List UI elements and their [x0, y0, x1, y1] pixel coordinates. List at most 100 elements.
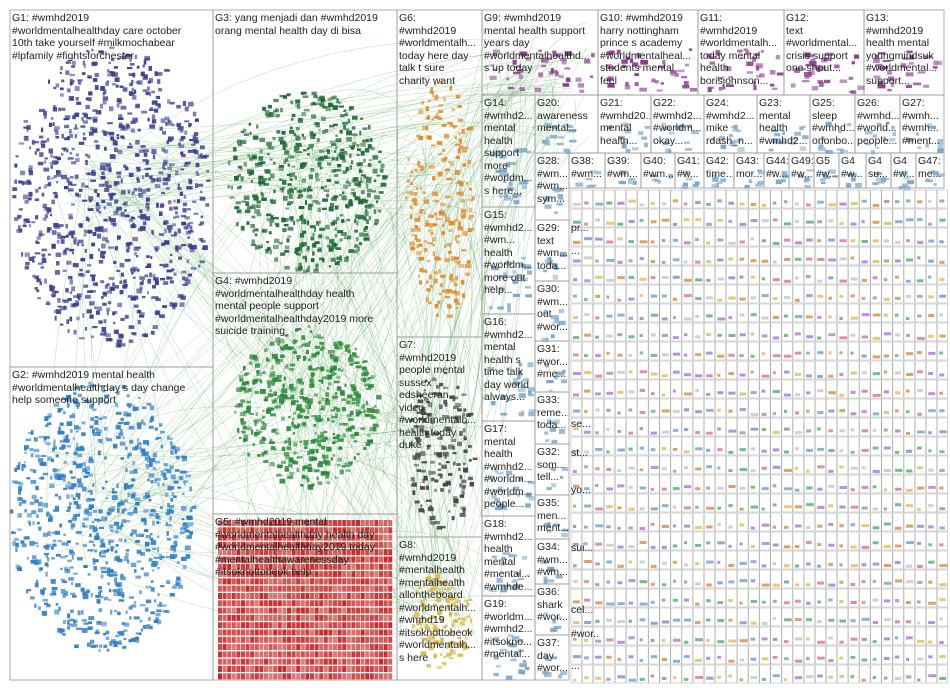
node-small	[724, 66, 732, 72]
node-g6	[436, 257, 442, 261]
node-g6	[424, 222, 430, 227]
node-g1	[101, 129, 106, 133]
node-g2	[81, 628, 88, 633]
node-g4	[263, 451, 266, 455]
node-g5	[346, 614, 351, 621]
node-g5	[300, 520, 305, 526]
node-g3	[362, 127, 368, 130]
node-g2	[110, 506, 116, 511]
node-g5	[268, 658, 273, 665]
node-g2	[53, 439, 56, 443]
node-small	[909, 55, 914, 60]
node-g5	[337, 658, 342, 665]
node-g5	[351, 527, 356, 534]
node-g2	[74, 447, 79, 451]
node-g8	[423, 606, 429, 610]
node-g2	[132, 406, 137, 412]
node-g4	[271, 365, 274, 370]
node-g5	[245, 614, 250, 621]
node-g5	[356, 571, 360, 578]
node-g8	[430, 641, 436, 645]
node-g3	[372, 155, 379, 160]
node-g3	[378, 160, 382, 163]
node-small	[651, 78, 656, 83]
node-g5	[351, 541, 356, 548]
node-g3	[319, 257, 324, 260]
node-g5	[300, 549, 305, 556]
node-g1	[81, 182, 85, 188]
node-g6	[414, 192, 418, 195]
node-g4	[340, 342, 344, 346]
node-g6	[444, 168, 450, 172]
node-g2	[181, 492, 185, 495]
edge	[127, 171, 443, 434]
node-g2	[126, 394, 130, 398]
node-g4	[330, 354, 333, 360]
node-g4	[337, 457, 342, 462]
node-g1	[176, 245, 182, 250]
node-g2	[95, 528, 98, 532]
node-g7	[423, 389, 426, 392]
node-g1	[115, 199, 119, 203]
node-g3	[302, 178, 306, 183]
edge	[422, 422, 452, 583]
node-g4	[338, 446, 343, 450]
node-g5	[314, 622, 319, 629]
edge	[421, 160, 460, 615]
node-small	[528, 409, 537, 413]
node-g4	[239, 375, 244, 380]
node-g7	[436, 452, 443, 457]
node-small	[552, 274, 559, 280]
node-g5	[259, 563, 264, 570]
node-g1	[132, 276, 136, 279]
node-small	[519, 663, 527, 668]
node-g1	[65, 223, 68, 229]
node-g7	[443, 399, 448, 405]
node-g6	[416, 251, 422, 255]
node-g5	[296, 541, 301, 548]
node-g2	[94, 419, 99, 425]
edge	[73, 141, 460, 597]
node-g5	[227, 571, 232, 578]
node-small	[790, 83, 796, 88]
node-g5	[282, 527, 287, 534]
node-small	[506, 367, 512, 370]
node-g5	[250, 651, 255, 658]
node-small	[505, 675, 513, 681]
node-g1	[146, 255, 150, 258]
node-small	[885, 121, 890, 125]
node-g2	[75, 542, 79, 545]
node-small	[523, 264, 531, 270]
node-small	[525, 150, 532, 154]
node-g2	[80, 463, 83, 468]
node-g2	[51, 587, 58, 590]
node-g1	[80, 125, 86, 128]
node-small	[500, 648, 508, 651]
node-g2	[165, 522, 168, 526]
node-g8	[420, 651, 427, 656]
node-g3	[307, 189, 313, 192]
node-g8	[426, 637, 432, 642]
node-g1	[141, 175, 145, 180]
node-g5	[305, 520, 310, 526]
node-g2	[82, 544, 88, 547]
node-g6	[420, 209, 424, 212]
node-g4	[290, 389, 293, 392]
node-g5	[296, 563, 301, 570]
node-g6	[436, 112, 439, 117]
node-g5	[236, 593, 241, 599]
node-g4	[345, 469, 351, 472]
node-g5	[333, 534, 337, 541]
node-small	[558, 187, 564, 192]
edge	[56, 391, 289, 553]
node-g2	[29, 501, 35, 505]
node-g2	[109, 573, 114, 577]
node-g1	[92, 282, 98, 286]
node-g5	[328, 607, 333, 614]
node-g1	[145, 202, 150, 205]
node-g2	[122, 436, 125, 440]
node-g3	[272, 136, 276, 140]
edge	[289, 172, 436, 576]
node-g5	[305, 527, 310, 534]
node-small	[545, 439, 550, 442]
